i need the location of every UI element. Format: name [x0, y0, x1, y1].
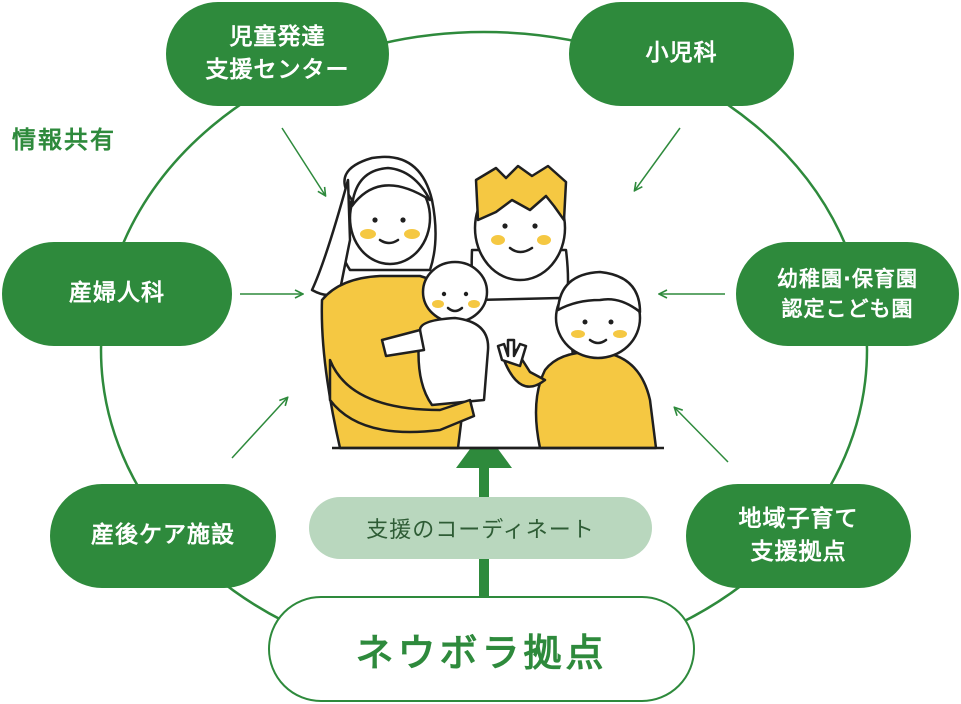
node-label: 産後ケア施設 — [91, 522, 235, 549]
info-share-label: 情報共有 — [12, 126, 116, 154]
node-label: 児童発達 支援センター — [205, 23, 350, 83]
node-postpartum-care[interactable]: 産後ケア施設 — [50, 484, 276, 588]
node-pediatrics[interactable]: 小児科 — [569, 2, 794, 106]
node-kindergarten-nursery[interactable]: 幼稚園·保育園 認定こども園 — [736, 242, 959, 346]
arrow-postpartum — [231, 398, 287, 459]
node-child-development-center[interactable]: 児童発達 支援センター — [166, 2, 389, 106]
coordination-label: 支援のコーディネート — [366, 518, 595, 543]
arrow-child-dev — [281, 127, 325, 195]
node-label: 地域子育て 支援拠点 — [738, 505, 859, 565]
node-community-childcare-support[interactable]: 地域子育て 支援拠点 — [686, 484, 911, 588]
arrow-pediatrics — [635, 127, 681, 190]
arrow-community — [675, 408, 729, 463]
node-label: 小児科 — [645, 40, 718, 67]
node-obgyn[interactable]: 産婦人科 — [2, 242, 232, 346]
hub-label: ネウボラ拠点 — [355, 630, 608, 675]
node-label: 産婦人科 — [69, 280, 165, 307]
node-label: 幼稚園·保育園 認定こども園 — [777, 266, 918, 321]
neuvola-hub[interactable]: ネウボラ拠点 — [268, 596, 695, 702]
coordination-pill: 支援のコーディネート — [309, 497, 652, 559]
